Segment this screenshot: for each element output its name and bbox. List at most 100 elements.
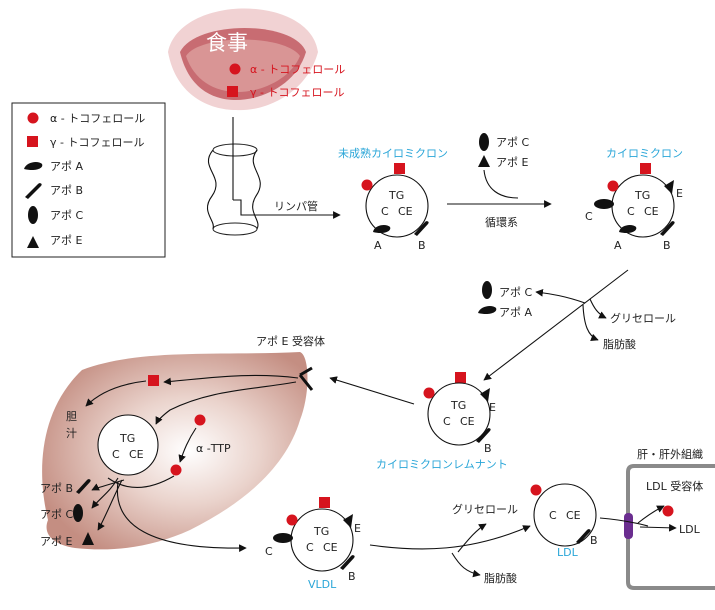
vldl-name: VLDL (308, 578, 337, 591)
legend-item-1: γ - トコフェロール (50, 136, 144, 149)
liver-c: C (112, 448, 120, 461)
alpha-tocopherol-icon (607, 180, 619, 192)
bile-label-2: 汁 (66, 427, 77, 440)
apo-e-icon (480, 388, 490, 402)
ldl-name: LDL (557, 546, 579, 559)
legend-gamma-icon (27, 136, 38, 147)
legend-item-3: アポ B (50, 184, 83, 197)
liver-apo-e-label: アポ E (40, 535, 72, 548)
vldl: TG C CE C E B VLDL (265, 497, 361, 591)
apo-c-icon (479, 133, 489, 151)
apo-c-icon (73, 504, 83, 522)
alpha-tocopherol-icon (423, 387, 435, 399)
chylomicron-remnant: TG C CE E B カイロミクロンレムナント (376, 372, 508, 471)
apo-b-icon (660, 221, 675, 236)
chylomicron-b: B (663, 239, 671, 252)
legend-alpha-icon (27, 112, 39, 124)
ldl-c: C (549, 509, 557, 522)
apo-c-icon (594, 199, 614, 209)
apo-b-icon (414, 221, 429, 236)
liver-ce: CE (129, 448, 144, 461)
bile-label-1: 胆 (66, 410, 77, 423)
legend-apo-e-icon (27, 236, 39, 248)
gamma-tocopherol-icon (319, 497, 330, 508)
release-apo-a-label: アポ A (499, 306, 532, 319)
nascent-name: 未成熟カイロミクロン (338, 146, 448, 160)
vldl-apo-c: C (265, 545, 273, 558)
apo-a-icon (619, 224, 637, 234)
liver-tg: TG (119, 432, 135, 445)
legend-item-2: アポ A (50, 160, 83, 173)
circulation-label: 循環系 (485, 216, 518, 229)
gamma-tocopherol-icon (455, 372, 466, 383)
nascent-c: C (381, 205, 389, 218)
remnant-apo-e: E (489, 401, 496, 414)
apo-b-icon (576, 529, 591, 544)
attp-label: α -TTP (196, 442, 231, 455)
apo-c-icon (273, 533, 293, 543)
apo-b-icon (476, 428, 491, 443)
fatty-acid-label-1: 脂肪酸 (603, 337, 636, 351)
chylomicron-tg: TG (634, 189, 650, 202)
alpha-tocopherol-icon (194, 414, 206, 426)
ldl: C CE B LDL (530, 483, 598, 559)
chylomicron-c: C (627, 205, 635, 218)
gamma-tocopherol-icon (148, 375, 159, 386)
chylomicron-apo-e: E (676, 187, 683, 200)
remnant-c: C (443, 415, 451, 428)
ldl-ce: CE (566, 509, 581, 522)
chylomicron-a: A (614, 239, 622, 252)
legend-item-5: アポ E (50, 234, 82, 247)
vldl-c: C (306, 541, 314, 554)
legend-item-0: α - トコフェロール (50, 112, 145, 125)
legend-item-4: アポ C (50, 209, 83, 222)
mouth-alpha-label: α - トコフェロール (250, 63, 345, 76)
ldl-b: B (590, 534, 598, 547)
ldl-label: LDL (679, 523, 701, 536)
gamma-tocopherol-icon (640, 163, 651, 174)
apo-e-icon (664, 180, 674, 194)
glycerol-label-2: グリセロール (452, 502, 518, 516)
legend-apo-a-icon (24, 161, 43, 171)
alpha-tocopherol-icon (662, 505, 674, 517)
glycerol-label-1: グリセロール (610, 311, 676, 325)
legend-apo-b-icon (25, 183, 42, 199)
nascent-chylomicron: 未成熟カイロミクロン TG C CE A B (338, 146, 448, 252)
intestine: リンパ管 (206, 117, 341, 236)
alpha-tocopherol-icon (361, 179, 373, 191)
ldl-receptor-label: LDL 受容体 (646, 479, 703, 493)
add-apo-c-label: アポ C (496, 136, 529, 149)
alpha-tocopherol-icon (229, 63, 241, 75)
remnant-ce: CE (460, 415, 475, 428)
remnant-b: B (484, 442, 492, 455)
remnant-tg: TG (450, 399, 466, 412)
legend: α - トコフェロール γ - トコフェロール アポ A アポ B アポ C ア… (11, 102, 166, 258)
apo-e-icon (478, 155, 490, 167)
gamma-tocopherol-icon (227, 86, 238, 97)
apo-a-icon (373, 224, 391, 234)
chylomicron-name: カイロミクロン (606, 147, 683, 160)
legend-apo-c-icon (28, 206, 38, 224)
liver-apo-c-label: アポ C (40, 508, 73, 521)
apo-e-icon (82, 532, 94, 545)
vldl-apo-e: E (354, 522, 361, 535)
gamma-tocopherol-icon (394, 163, 405, 174)
nascent-a: A (374, 239, 382, 252)
add-apo-e-label: アポ E (496, 156, 528, 169)
mouth: 食事 α - トコフェロール γ - トコフェロール (168, 8, 345, 111)
mouth-title: 食事 (206, 31, 248, 55)
apo-e-icon (343, 514, 353, 528)
fatty-acid-label-2: 脂肪酸 (484, 571, 517, 585)
apoe-receptor-icon (298, 366, 314, 391)
vldl-ce: CE (323, 541, 338, 554)
alpha-tocopherol-icon (530, 484, 542, 496)
chylomicron-apo-c: C (585, 210, 593, 223)
liver-apo-b-label: アポ B (40, 482, 73, 495)
tissue-label: 肝・肝外組織 (637, 448, 703, 461)
alpha-tocopherol-icon (286, 514, 298, 526)
apo-a-icon (478, 305, 497, 315)
nascent-b: B (418, 239, 426, 252)
vldl-b: B (348, 570, 356, 583)
ldl-receptor-icon (624, 513, 633, 539)
